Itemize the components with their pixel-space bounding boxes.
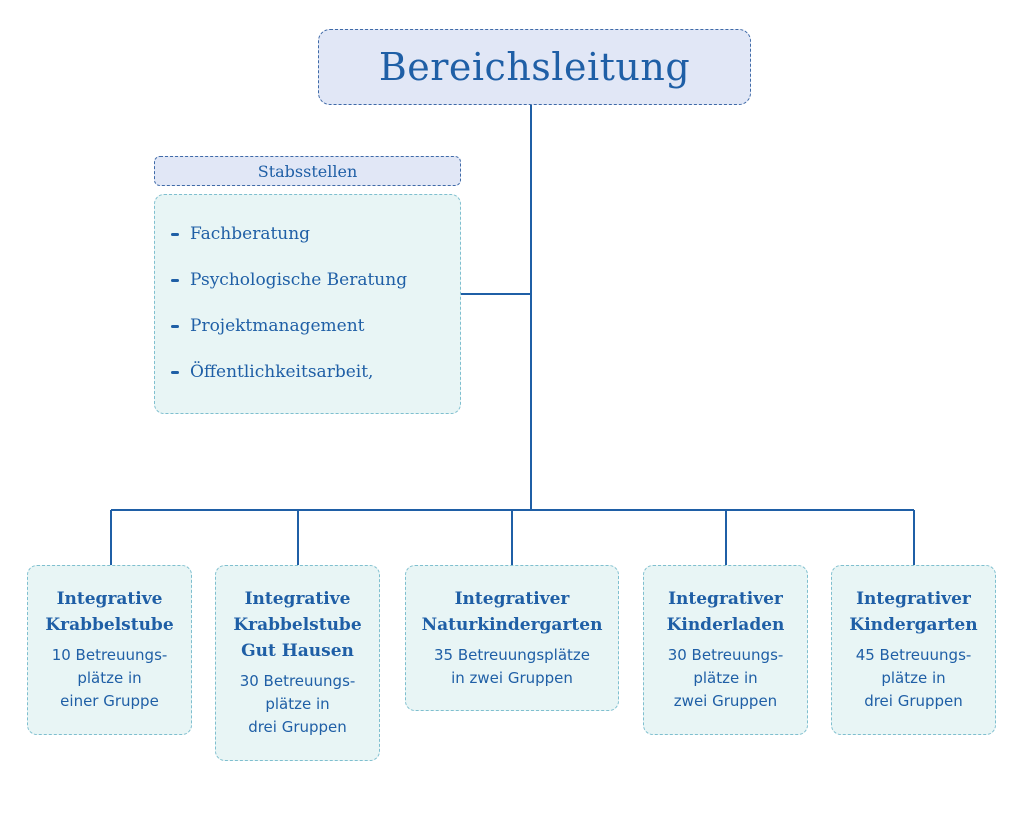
unit-title: Integrativer Kindergarten [849, 589, 978, 635]
unit-title: Integrative Krabbelstube [45, 589, 174, 635]
unit-box-krabbelstube: Integrative Krabbelstube 10 Betreuungs- … [27, 565, 192, 735]
staff-box: Fachberatung Psychologische Beratung Pro… [154, 194, 461, 414]
unit-box-naturkindergarten: Integrativer Naturkindergarten 35 Betreu… [405, 565, 619, 711]
unit-description: 30 Betreuungs- plätze in drei Gruppen [239, 672, 356, 736]
dash-bullet-icon [171, 278, 179, 282]
unit-title: Integrative Krabbelstube Gut Hausen [233, 589, 362, 661]
staff-item-label: Projektmanagement [190, 316, 365, 336]
unit-title: Integrativer Kinderladen [666, 589, 785, 635]
staff-list: Fachberatung Psychologische Beratung Pro… [171, 211, 460, 395]
unit-description: 10 Betreuungs- plätze in einer Gruppe [51, 646, 168, 710]
unit-title: Integrativer Naturkindergarten [421, 589, 603, 635]
staff-item: Projektmanagement [171, 303, 460, 349]
head-node: Bereichsleitung [318, 29, 751, 105]
dash-bullet-icon [171, 232, 179, 236]
staff-item-label: Psychologische Beratung [190, 270, 408, 290]
dash-bullet-icon [171, 370, 179, 374]
unit-description: 45 Betreuungs- plätze in drei Gruppen [855, 646, 972, 710]
unit-description: 35 Betreuungsplätze in zwei Gruppen [433, 646, 591, 687]
staff-item: Öffentlichkeitsarbeit, [171, 349, 460, 395]
staff-item: Psychologische Beratung [171, 257, 460, 303]
staff-item-label: Fachberatung [190, 224, 311, 244]
unit-box-kinderladen: Integrativer Kinderladen 30 Betreuungs- … [643, 565, 808, 735]
unit-box-krabbelstube-gut-hausen: Integrative Krabbelstube Gut Hausen 30 B… [215, 565, 380, 761]
head-title: Bereichsleitung [378, 45, 691, 89]
unit-box-kindergarten: Integrativer Kindergarten 45 Betreuungs-… [831, 565, 996, 735]
unit-description: 30 Betreuungs- plätze in zwei Gruppen [667, 646, 784, 710]
staff-item-label: Öffentlichkeitsarbeit, [190, 362, 374, 382]
staff-header: Stabsstellen [154, 156, 461, 186]
dash-bullet-icon [171, 324, 179, 328]
staff-item: Fachberatung [171, 211, 460, 257]
